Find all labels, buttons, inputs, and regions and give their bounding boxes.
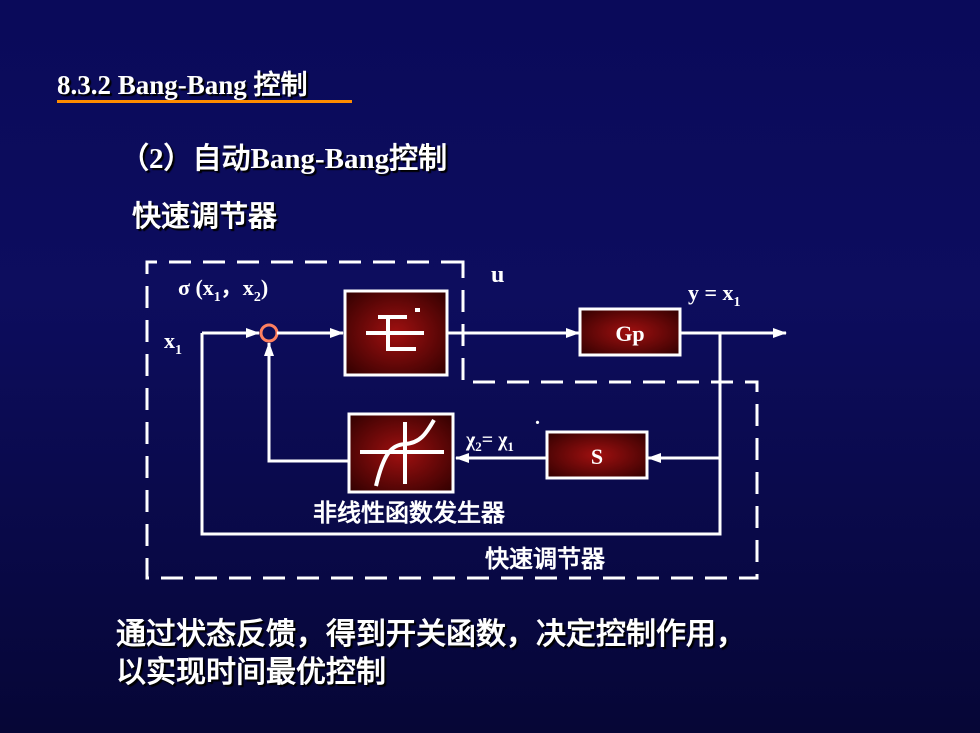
caption-line-2: 以实现时间最优控制	[116, 656, 386, 689]
y-label: y = x1	[688, 280, 741, 310]
heading: 快速调节器	[132, 201, 278, 233]
gp-label: Gp	[615, 321, 644, 346]
nonlinear-label: 非线性函数发生器	[313, 499, 506, 527]
summing-junction	[259, 323, 279, 343]
title-underline	[57, 100, 352, 103]
chi-dot: .	[535, 407, 540, 429]
sigma-label: σ (x1，x2)	[178, 275, 268, 305]
relay-characteristic-icon	[366, 308, 424, 351]
caption-line-1: 通过状态反馈，得到开关函数，决定控制作用，	[116, 618, 746, 651]
fast-regulator-label: 快速调节器	[485, 546, 606, 573]
nonlinear-curve-icon	[360, 419, 444, 487]
subtitle: （2）自动Bang-Bang控制	[120, 143, 448, 175]
x1-feedback-line	[200, 333, 722, 536]
gp-block	[578, 307, 682, 357]
caption: 通过状态反馈，得到开关函数，决定控制作用， 以实现时间最优控制	[116, 616, 746, 692]
s-block	[545, 430, 649, 480]
s-label: S	[591, 444, 603, 469]
x1-label: x1	[164, 328, 182, 358]
nonlinear-to-junction-line	[264, 342, 348, 463]
chi-relation-label: χ2= χ1	[465, 429, 514, 454]
regulator-boundary	[145, 260, 759, 580]
u-label: u	[491, 262, 504, 288]
section-title: 8.3.2 Bang-Bang 控制	[57, 70, 308, 100]
